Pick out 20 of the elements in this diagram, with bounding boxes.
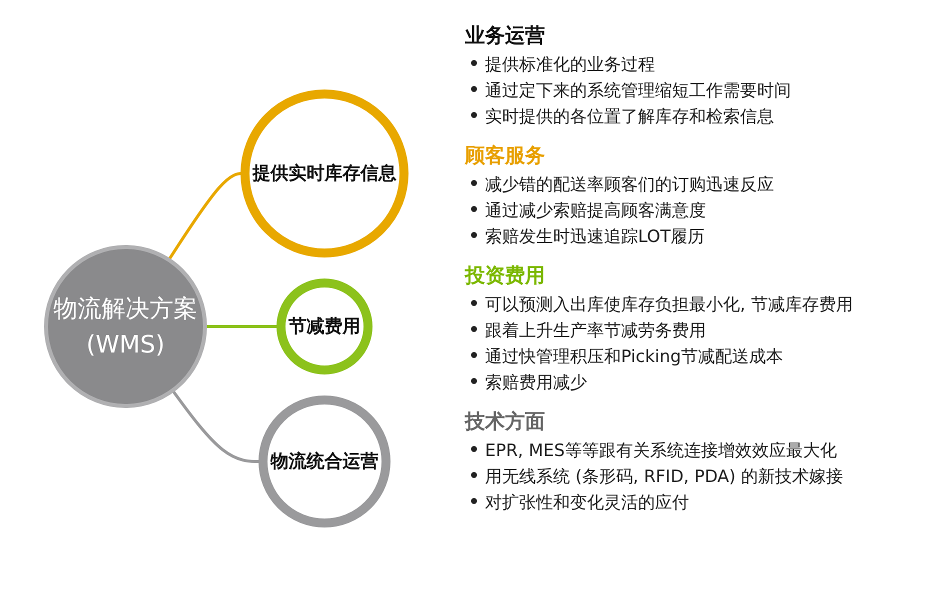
bullet-item: 实时提供的各位置了解库存和检索信息 (485, 107, 774, 127)
node-circle: 物流统合运营 (258, 395, 390, 527)
bullet-item: EPR, MES等等跟有关系统连接增效效应最大化 (485, 441, 837, 461)
node-circle: 节减费用 (276, 278, 372, 374)
bullet-item: 通过定下来的系统管理缩短工作需要时间 (485, 81, 791, 101)
bullet-item: 提供标准化的业务过程 (485, 55, 655, 75)
bullet-item: 索赔发生时迅速追踪LOT履历 (485, 227, 705, 247)
section-heading: 顾客服务 (465, 142, 546, 169)
section-heading: 业务运营 (465, 22, 546, 49)
node-circle: 物流解决方案 (WMS) (44, 244, 207, 408)
bullet-item: 跟着上升生产率节减劳务费用 (485, 321, 706, 341)
bullet-item: 减少错的配送率顾客们的订购迅速反应 (485, 175, 774, 195)
bullet-item: 可以预测入出库使库存负担最小化, 节减库存费用 (485, 295, 853, 315)
section-heading: 技术方面 (465, 408, 546, 435)
bullet-item: 通过减少索赔提高顾客满意度 (485, 201, 706, 221)
bullet-item: 对扩张性和变化灵活的应付 (485, 493, 689, 513)
bullet-item: 通过快管理积压和Picking节减配送成本 (485, 347, 784, 367)
section-heading: 投资费用 (465, 262, 546, 289)
bullet-item: 索赔费用减少 (485, 373, 587, 393)
bullet-item: 用无线系统 (条形码, RFID, PDA) 的新技术嫁接 (485, 467, 844, 487)
